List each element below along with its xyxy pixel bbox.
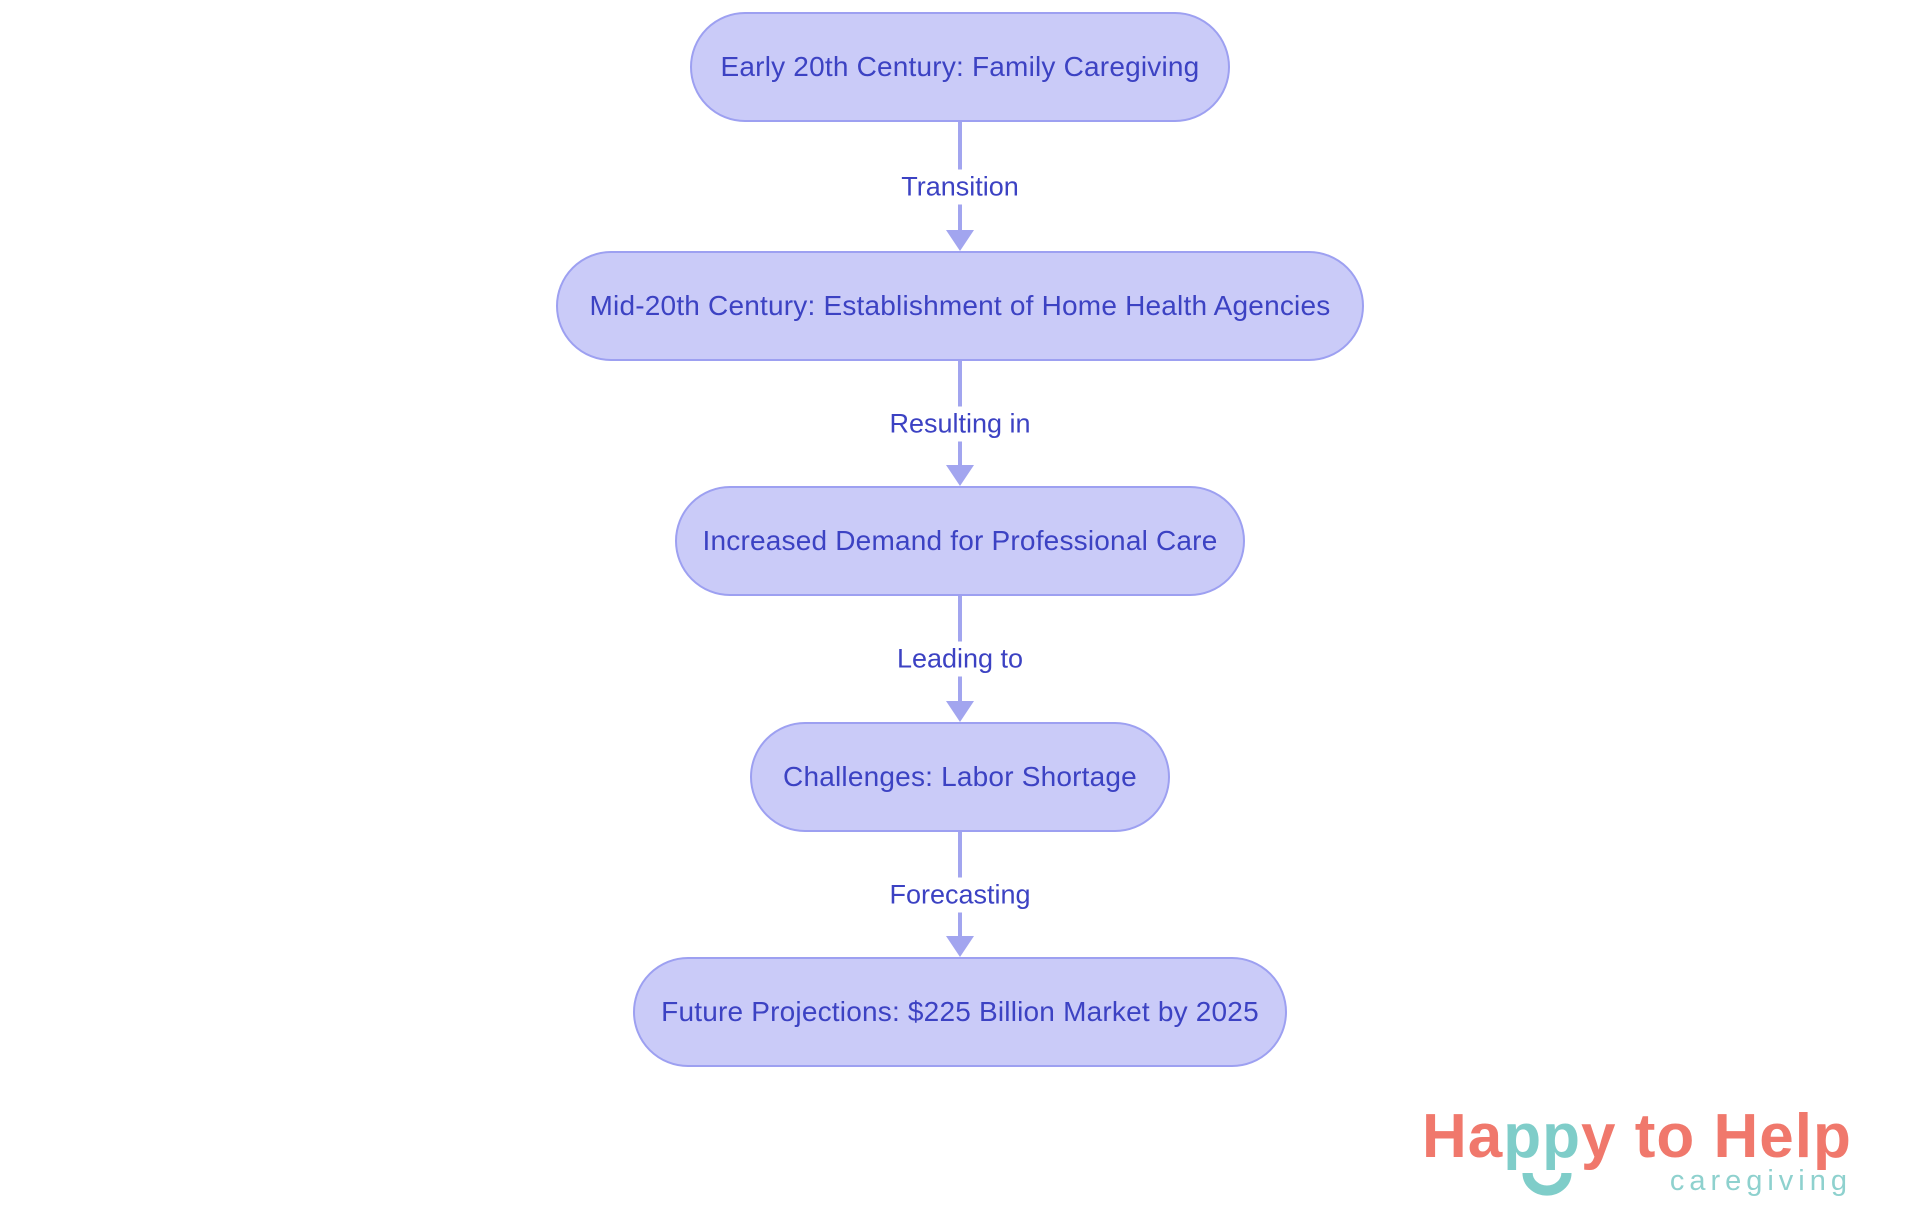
flow-node-label: Increased Demand for Professional Care — [702, 525, 1218, 556]
happy-to-help-logo: Happy to Help caregiving — [1422, 1106, 1892, 1211]
edge-label: Leading to — [884, 641, 1036, 677]
flow-node-label: Early 20th Century: Family Caregiving — [720, 51, 1200, 82]
flow-edge-transition: Transition — [810, 122, 1110, 251]
arrow-down-icon — [946, 936, 974, 957]
flow-node-label: Future Projections: $225 Billion Market … — [661, 996, 1259, 1027]
logo-text-pp: pp — [1503, 1102, 1582, 1171]
logo-subtitle: caregiving — [1669, 1165, 1852, 1197]
logo-text-y-to-help: y to Help — [1581, 1102, 1852, 1171]
edge-label: Forecasting — [877, 877, 1043, 912]
flow-node-label: Challenges: Labor Shortage — [783, 761, 1137, 792]
logo-text-ha: Ha — [1422, 1102, 1504, 1171]
edge-label: Transition — [889, 169, 1031, 204]
flow-edge-forecasting: Forecasting — [810, 832, 1110, 957]
flow-node-label: Mid-20th Century: Establishment of Home … — [589, 290, 1331, 321]
logo-wordmark: Happy to Help — [1422, 1106, 1892, 1168]
flow-node-professional-care-demand: Increased Demand for Professional Care — [675, 486, 1245, 596]
smile-icon — [1522, 1172, 1572, 1196]
arrow-down-icon — [946, 230, 974, 251]
flow-edge-resulting-in: Resulting in — [810, 361, 1110, 486]
flow-edge-leading-to: Leading to — [810, 596, 1110, 722]
flow-node-future-projections: Future Projections: $225 Billion Market … — [633, 957, 1287, 1067]
flow-node-home-health-agencies: Mid-20th Century: Establishment of Home … — [556, 251, 1364, 361]
flow-node-labor-shortage: Challenges: Labor Shortage — [750, 722, 1170, 832]
arrow-down-icon — [946, 465, 974, 486]
edge-label: Resulting in — [877, 406, 1043, 441]
flow-node-family-caregiving: Early 20th Century: Family Caregiving — [690, 12, 1230, 122]
arrow-down-icon — [946, 701, 974, 722]
